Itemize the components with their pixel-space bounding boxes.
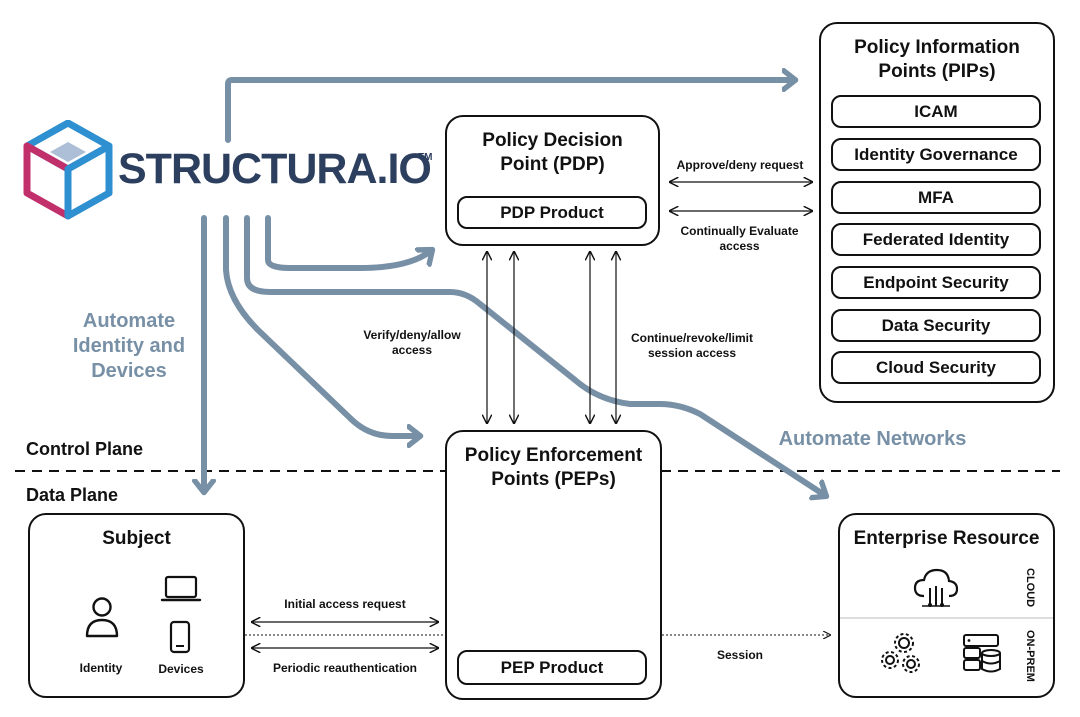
cube-logo-icon [23,120,113,220]
flow-arrow-to-pep [223,215,420,436]
pip-item-mfa: MFA [831,181,1041,214]
cloud-label: CLOUD [1024,568,1036,608]
pip-item-endpoint-security: Endpoint Security [831,266,1041,299]
pip-item-data-security: Data Security [831,309,1041,342]
laptop-icon [160,575,202,602]
devices-label: Devices [158,662,204,676]
gears-icon [881,633,920,673]
pdp-title: Policy Decision Point (PDP) [482,130,623,175]
pip-item-cloud-security: Cloud Security [831,351,1041,384]
subject-title: Subject [102,528,171,549]
logo-wordmark: STRUCTURA.IO [118,145,432,193]
enterprise-divider [840,617,1053,619]
logo-trademark: TM [418,152,433,163]
label-automate-identity: Automate Identity and Devices [72,310,186,382]
pip-item-identity-governance: Identity Governance [831,138,1041,171]
subject-box [28,513,245,698]
label-continue-revoke: Continue/revoke/limit session access [630,331,754,360]
enterprise-title: Enterprise Resource [853,528,1040,549]
label-approve-deny: Approve/deny request [676,158,804,172]
flow-arrow-to-pdp [265,215,432,271]
cloud-icon [913,568,959,607]
pep-title: Policy Enforcement Points (PEPs) [464,445,643,490]
label-periodic-reauth: Periodic reauthentication [272,661,418,675]
pips-title: Policy Information Points (PIPs) [854,37,1020,82]
pep-product: PEP Product [457,650,647,685]
pip-item-icam: ICAM [831,95,1041,128]
phone-icon [169,620,191,654]
server-database-icon [963,634,1001,673]
label-automate-networks: Automate Networks [778,428,967,450]
label-verify-deny-allow: Verify/deny/allow access [363,328,461,357]
pip-item-federated-identity: Federated Identity [831,223,1041,256]
label-session: Session [716,648,764,662]
data-plane-label: Data Plane [26,485,119,505]
label-continually-evaluate: Continually Evaluate access [680,224,799,253]
label-initial-access: Initial access request [284,597,406,611]
pdp-product: PDP Product [457,196,647,229]
identity-label: Identity [79,661,123,675]
control-plane-label: Control Plane [26,439,144,459]
flow-arrow-to-enterprise [244,215,826,496]
flow-arrow-to-pips [225,80,795,143]
person-icon [85,597,119,638]
onprem-label: ON-PREM [1024,630,1036,682]
